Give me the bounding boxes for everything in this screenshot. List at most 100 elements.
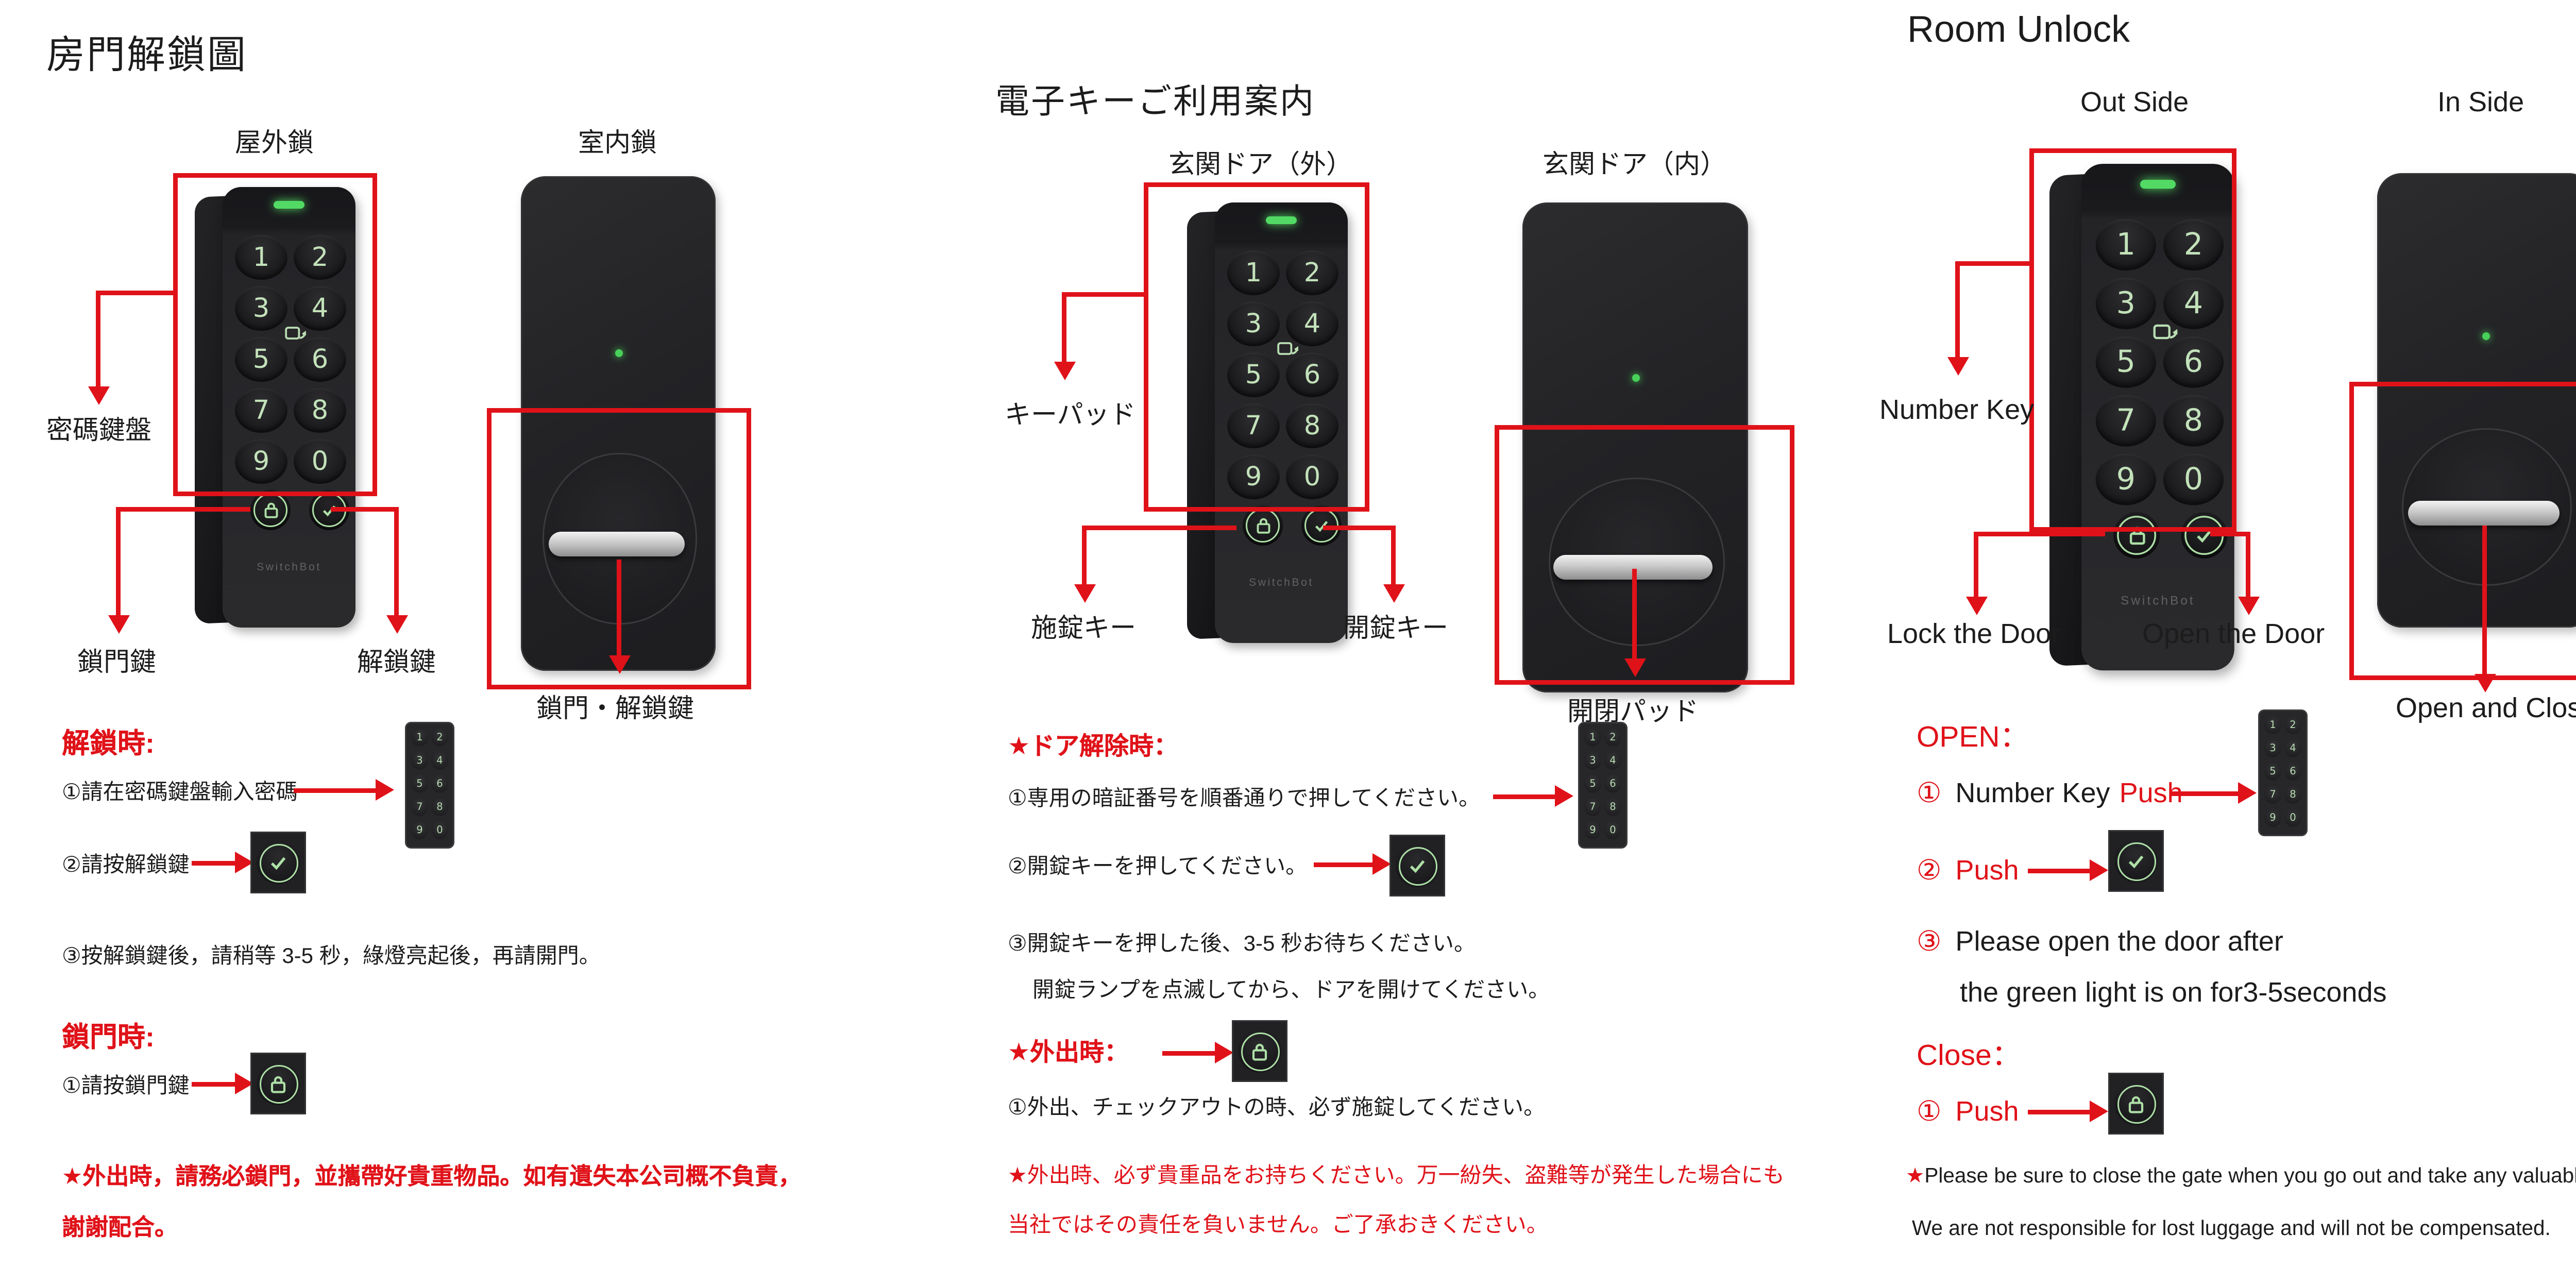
- arrow-right-icon: [2090, 1101, 2108, 1122]
- arrow-down-icon: [1624, 658, 1646, 677]
- key-3-digit: 3: [1245, 308, 1262, 340]
- brand-logo: SwitchBot: [1249, 578, 1314, 589]
- en-step1-number: ①: [1917, 777, 1942, 808]
- annotation-line: [2028, 869, 2090, 873]
- zh-step3: ③按解鎖鍵後，請稍等 3-5 秒，綠燈亮起後，再請開門。: [62, 943, 601, 968]
- mini-key-7: 7: [1584, 798, 1601, 816]
- function-key-row: [1226, 505, 1342, 546]
- annotation-line: [1314, 862, 1372, 867]
- en-check-key-image: [2110, 832, 2162, 890]
- en-thumbturn-label: Open and Close: [2396, 692, 2576, 723]
- zh-thumbturn-label: 鎖門・解鎖鍵: [536, 694, 694, 723]
- mini-key-4: 4: [1604, 751, 1621, 770]
- lock-icon: [253, 493, 287, 527]
- annotation-line: [1391, 526, 1396, 584]
- key-6-digit: 6: [2183, 344, 2204, 380]
- annotation-line: [1955, 261, 2029, 266]
- arrow-down-icon: [88, 386, 110, 405]
- annotation-line: [1162, 1051, 1215, 1056]
- key-6: 6: [1286, 352, 1338, 397]
- en-close-heading: Close：: [1917, 1040, 2021, 1073]
- mini-key-4: 4: [2284, 739, 2301, 757]
- annotation-line: [1062, 292, 1144, 297]
- jp-deadbolt-photo: [1522, 202, 1748, 692]
- key-7-digit: 7: [2116, 403, 2136, 439]
- jp-lock-step1: ①外出、チェックアウトの時、必ず施錠してください。: [1008, 1094, 1546, 1119]
- key-8-digit: 8: [311, 395, 329, 426]
- key-4: 4: [1286, 301, 1338, 346]
- zh-unlock-key-label: 解鎖鍵: [357, 648, 436, 677]
- key-0-digit: 0: [311, 446, 329, 477]
- jp-lock-key-label: 施錠キー: [1031, 614, 1136, 643]
- led-dot: [1631, 374, 1639, 382]
- key-4-digit: 4: [1303, 308, 1321, 340]
- arrow-down-icon: [2238, 597, 2260, 615]
- lock-icon: [259, 1064, 298, 1103]
- mini-key-7: 7: [411, 798, 428, 816]
- thumbturn-handle: [2407, 500, 2559, 526]
- key-5-digit: 5: [1245, 359, 1262, 391]
- jp-lock-key-image: [1233, 1022, 1286, 1080]
- annotation-line: [1082, 526, 1087, 584]
- annotation-line: [294, 788, 376, 793]
- arrow-down-icon: [1074, 584, 1096, 603]
- jp-warning-line2: 当社ではその責任を負いません。ご了承おきください。: [1008, 1212, 1548, 1237]
- en-open-heading: OPEN：: [1917, 722, 2029, 754]
- function-key-row: [233, 490, 349, 530]
- en-lock-key-label: Lock the Door: [1887, 618, 2061, 649]
- jp-step1: ①専用の暗証番号を順番通りで押してください。: [1008, 785, 1481, 810]
- key-2: 2: [1286, 250, 1338, 295]
- annotation-line: [192, 1082, 235, 1087]
- key-0-digit: 0: [1303, 461, 1321, 493]
- annotation-line: [116, 507, 121, 615]
- annotation-line: [2482, 526, 2487, 674]
- jp-keypad-highlight-box: [1144, 182, 1369, 512]
- zh-mini-keypad-image: 1 2 3 4 5 6 7 8 9 0: [406, 723, 453, 847]
- led-indicator: [1266, 216, 1297, 224]
- number-key-grid: 1 2 3 4 5 6 7 8 9 0: [233, 235, 348, 492]
- zh-lock-key-label: 鎖門鍵: [77, 648, 156, 677]
- mini-key-9: 9: [1584, 821, 1601, 839]
- annotation-line: [96, 291, 100, 386]
- key-1-digit: 1: [1245, 257, 1262, 289]
- key-5-digit: 5: [252, 344, 270, 375]
- annotation-line: [2028, 1110, 2090, 1114]
- key-7-digit: 7: [1245, 410, 1262, 442]
- zh-keypad-highlight-box: [173, 173, 377, 496]
- arrow-down-icon: [1966, 597, 1988, 615]
- arrow-right-icon: [235, 1073, 253, 1094]
- arrow-right-icon: [2090, 859, 2108, 881]
- key-8: 8: [2163, 395, 2224, 447]
- jp-outdoor-lock-label: 玄関ドア（外）: [1168, 150, 1352, 179]
- key-1: 1: [2095, 218, 2156, 270]
- key-5-digit: 5: [2116, 344, 2136, 380]
- mini-key-2: 2: [2284, 716, 2301, 734]
- led-dot: [2481, 332, 2489, 340]
- en-mini-keypad-image: 1 2 3 4 5 6 7 8 9 0: [2260, 711, 2306, 835]
- check-icon: [2116, 841, 2156, 881]
- annotation-line: [331, 507, 399, 512]
- jp-warning-line1: ★外出時、必ず貴重品をお持ちください。万一紛失、盗難等が発生した場合にも: [1008, 1162, 1785, 1187]
- lock-icon: [1240, 1031, 1279, 1071]
- key-5: 5: [235, 337, 287, 382]
- zh-warning-line2: 謝謝配合。: [62, 1215, 178, 1241]
- zh-unlock-heading: 解鎖時:: [62, 728, 155, 759]
- mini-key-2: 2: [1604, 728, 1621, 747]
- thumbturn-handle: [548, 532, 685, 557]
- mini-key-3: 3: [2264, 739, 2281, 757]
- lock-key: [250, 490, 291, 530]
- en-step3-text1: Please open the door after: [1955, 926, 2283, 957]
- key-9: 9: [2095, 453, 2156, 505]
- mini-key-2: 2: [431, 728, 448, 747]
- arrow-down-icon: [609, 655, 631, 674]
- check-icon: [259, 843, 298, 882]
- lock-key: [2113, 512, 2160, 559]
- zh-lock-heading: 鎖門時:: [62, 1022, 155, 1053]
- key-8-digit: 8: [1303, 410, 1321, 442]
- jp-check-key-image: [1391, 836, 1444, 895]
- zh-thumbturn-highlight-box: [487, 408, 751, 689]
- led-indicator: [274, 201, 304, 209]
- mini-key-0: 0: [1604, 821, 1621, 839]
